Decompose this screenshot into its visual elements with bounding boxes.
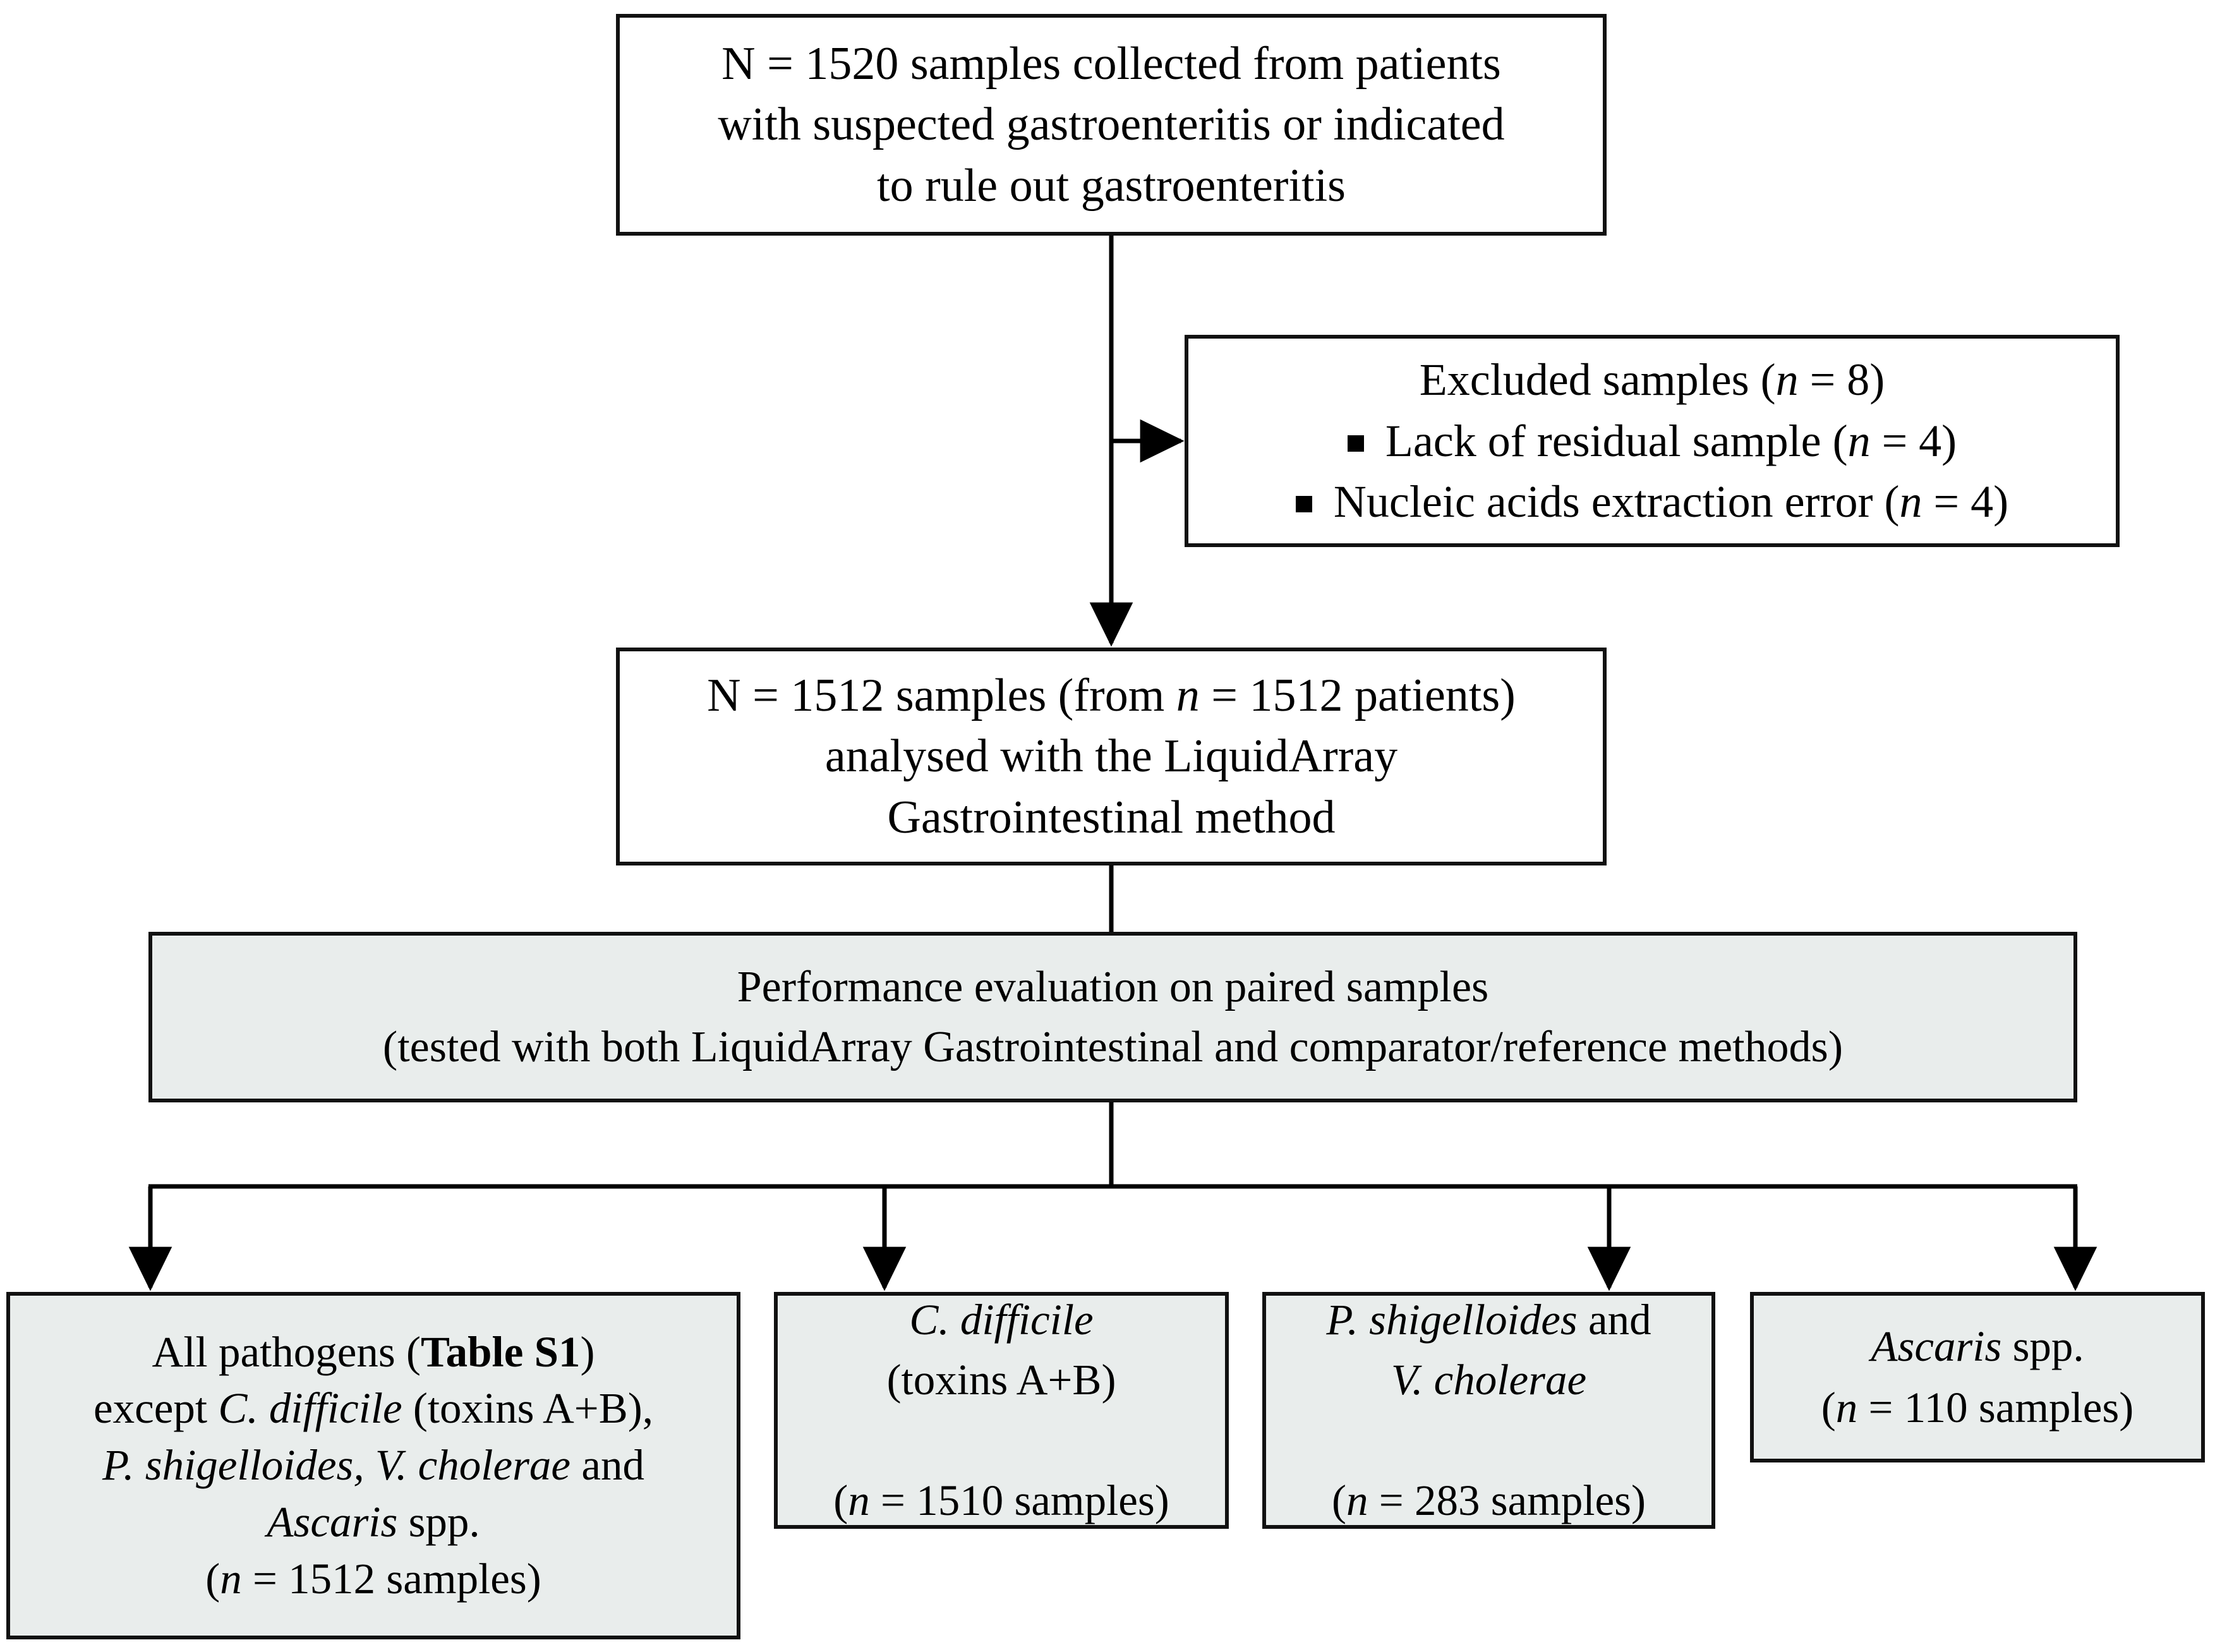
- all-pathogens-box: All pathogens (Table S1) except C. diffi…: [6, 1292, 740, 1639]
- p-shigelloides-count: (n = 283 samples): [1332, 1476, 1646, 1524]
- excluded-item-nucleic-acids-extraction-error: Nucleic acids extraction error (n = 4): [1188, 471, 2116, 532]
- analysed-samples-text: N = 1512 samples (from n = 1512 patients…: [707, 670, 1516, 843]
- bullet-square-icon: [1347, 435, 1364, 452]
- p-shigelloides-v-cholerae-box: P. shigelloides and V. cholerae (n = 283…: [1262, 1292, 1715, 1529]
- performance-line-1: Performance evaluation on paired samples: [737, 962, 1489, 1011]
- excluded-item-lack-of-residual-sample: Lack of residual sample (n = 4): [1188, 411, 2116, 471]
- c-difficile-box: C. difficile (toxins A+B) (n = 1510 samp…: [774, 1292, 1229, 1529]
- analysed-n-patients-value: 1512: [1249, 670, 1343, 722]
- collected-samples-box: N = 1520 samples collected from patients…: [616, 14, 1607, 236]
- excluded-item-1-value: 4: [1919, 415, 1942, 466]
- collected-samples-text: N = 1520 samples collected from patients…: [718, 38, 1505, 212]
- performance-evaluation-text: Performance evaluation on paired samples…: [371, 957, 1854, 1077]
- excluded-item-2-value: 4: [1971, 476, 1994, 528]
- bullet-square-icon: [1295, 496, 1312, 513]
- c-difficile-text: C. difficile (toxins A+B) (n = 1510 samp…: [833, 1296, 1169, 1524]
- p-shigelloides-v-cholerae-text: P. shigelloides and V. cholerae (n = 283…: [1326, 1296, 1651, 1524]
- c-difficile-count: (n = 1510 samples): [833, 1476, 1169, 1524]
- c-difficile-count-value: 1510: [916, 1476, 1004, 1524]
- performance-line-2: (tested with both LiquidArray Gastrointe…: [382, 1023, 1844, 1071]
- analysed-samples-box: N = 1512 samples (from n = 1512 patients…: [616, 648, 1607, 865]
- all-pathogens-count: (n = 1512 samples): [205, 1554, 541, 1603]
- excluded-total-value: 8: [1847, 354, 1870, 406]
- analysed-N-value: 1512: [790, 670, 884, 722]
- excluded-samples-heading: Excluded samples (n = 8): [1419, 354, 1885, 406]
- ascaris-box: Ascaris spp. (n = 110 samples): [1750, 1292, 2205, 1462]
- ascaris-count-value: 110: [1904, 1384, 1968, 1432]
- p-shigelloides-count-value: 283: [1414, 1476, 1480, 1524]
- ascaris-text: Ascaris spp. (n = 110 samples): [1821, 1322, 2134, 1432]
- all-pathogens-text: All pathogens (Table S1) except C. diffi…: [94, 1327, 653, 1603]
- excluded-samples-box: Excluded samples (n = 8) Lack of residua…: [1185, 335, 2120, 547]
- performance-evaluation-box: Performance evaluation on paired samples…: [148, 932, 2077, 1102]
- table-s1-reference: Table S1: [420, 1327, 581, 1376]
- ascaris-count: (n = 110 samples): [1821, 1384, 2134, 1432]
- all-pathogens-count-value: 1512: [288, 1554, 376, 1603]
